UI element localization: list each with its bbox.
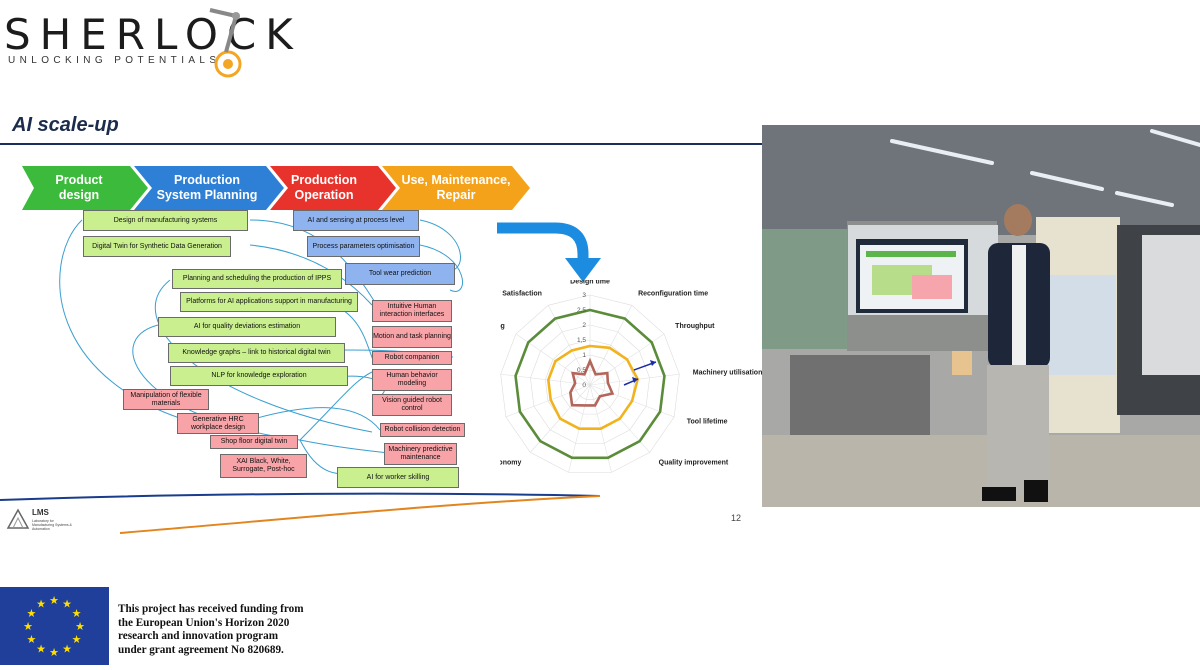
radar-series-0 [514, 308, 666, 460]
radar-tick-label: 1 [582, 352, 586, 359]
radar-grid-ring [530, 324, 650, 444]
box-human-behavior-modeling: Human behavior modeling [372, 369, 452, 391]
box-digital-twin-synthetic-data: Digital Twin for Synthetic Data Generati… [83, 236, 231, 257]
funding-statement: This project has received funding from t… [118, 603, 304, 657]
box-platforms-ai-applications: Platforms for AI applications support in… [180, 292, 358, 312]
funding-line-2: the European Union's Horizon 2020 [118, 616, 290, 629]
eu-star: ★ [62, 598, 72, 610]
radar-chart: 0 0,5 1 1,5 2 2,5 3 Design timeReconfiguration… [500, 280, 762, 473]
box-intuitive-human-interaction: Intuitive Human interaction interfaces [372, 300, 452, 322]
eu-star: ★ [72, 634, 82, 646]
box-generative-hrc: Generative HRC workplace design [177, 413, 259, 434]
box-motion-task-planning: Motion and task planning [372, 326, 452, 348]
eu-star: ★ [49, 595, 59, 607]
radar-tick-label: 0,5 [577, 367, 586, 374]
radar-series-2 [569, 357, 615, 407]
eu-star: ★ [36, 644, 46, 656]
box-shop-floor-digital-twin: Shop floor digital twin [210, 435, 298, 449]
box-planning-scheduling-ipps: Planning and scheduling the production o… [172, 269, 342, 289]
lms-logo-icon [6, 508, 30, 529]
stage-use-maintenance-repair: Use, Maintenance,Repair [401, 173, 511, 202]
box-design-manufacturing-systems: Design of manufacturing systems [83, 210, 248, 231]
box-vision-guided-robot: Vision guided robot control [372, 394, 452, 416]
box-ai-quality-deviations: AI for quality deviations estimation [158, 317, 336, 337]
radar-axis-label: Worker Satisfaction [500, 290, 542, 297]
radar-axis-label: Quality improvement [659, 459, 729, 466]
radar-axis-label: Tool lifetime [687, 419, 728, 426]
radar-series-1 [546, 344, 640, 430]
eu-star: ★ [36, 598, 46, 610]
radar-axis-label: Design time [570, 280, 610, 286]
funding-line-1: This project has received funding from [118, 603, 304, 615]
radar-axis-label: Reconfiguration time [638, 290, 708, 297]
box-ai-worker-skilling: AI for worker skilling [337, 467, 459, 488]
radar-grid-ring [500, 294, 680, 473]
box-tool-wear-prediction: Tool wear prediction [345, 263, 455, 285]
radar-tick-label: 1,5 [577, 337, 586, 344]
eu-star: ★ [27, 608, 37, 620]
eu-flag-icon: ★★★★★★★★★★★★ [0, 587, 109, 665]
box-process-parameters: Process parameters optimisation [307, 236, 420, 257]
box-robot-companion: Robot companion [372, 351, 452, 365]
eu-star: ★ [49, 647, 59, 659]
title-divider [0, 143, 762, 145]
box-xai: XAI Black, White, Surrogate, Post-hoc [220, 454, 307, 478]
box-ai-sensing-process: AI and sensing at process level [293, 210, 419, 231]
lms-logo-text: LMS [32, 508, 49, 517]
box-machinery-predictive-maintenance: Machinery predictive maintenance [384, 443, 457, 465]
eu-star: ★ [72, 608, 82, 620]
eu-star: ★ [62, 644, 72, 656]
box-robot-collision-detection: Robot collision detection [380, 423, 465, 437]
radar-tick-label: 2,5 [577, 307, 586, 314]
radar-axis-label: Wellbeing [500, 323, 505, 330]
slide-title: AI scale-up [12, 114, 119, 136]
funding-line-4: under grant agreement No 820689. [118, 643, 284, 656]
radar-tick-label: 2 [582, 322, 586, 329]
robot-arm-logo-icon [209, 8, 242, 78]
footer-swoosh [0, 492, 601, 534]
box-nlp-knowledge: NLP for knowledge exploration [170, 366, 348, 386]
slide-page-number: 12 [731, 513, 742, 523]
improvement-arrows [623, 360, 657, 386]
sherlock-tagline: UNLOCKING POTENTIALS [8, 55, 221, 66]
radar-grid-ring [574, 369, 606, 400]
radar-tick-label: 0 [582, 382, 586, 389]
big-arrow-icon [497, 222, 601, 282]
radar-axis-label: Ergonomy [500, 459, 521, 466]
box-knowledge-graphs: Knowledge graphs – link to historical di… [168, 343, 345, 363]
sherlock-logo: SHERLOCK [4, 10, 302, 59]
funding-line-3: research and innovation program [118, 630, 279, 642]
conference-photo [762, 125, 1200, 507]
radar-tick-label: 3 [582, 292, 586, 299]
eu-star: ★ [75, 621, 85, 633]
radar-axis-label: Machinery utilisation [693, 370, 762, 377]
lms-logo-subtitle: Laboratory for Manufacturing Systems & A… [32, 519, 72, 531]
radar-axis-label: Throughput [675, 323, 715, 330]
radar-grid-ring [559, 354, 621, 415]
box-flexible-materials: Manipulation of flexible materials [123, 389, 209, 410]
eu-star: ★ [27, 634, 37, 646]
stage-chevrons [22, 166, 530, 210]
eu-star: ★ [23, 621, 33, 633]
